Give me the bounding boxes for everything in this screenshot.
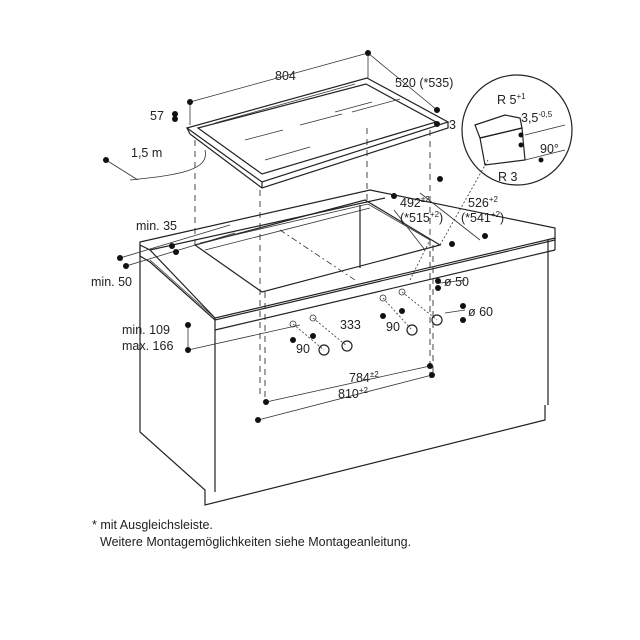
label-edge-depth: 3,5-0,5 [521, 110, 553, 125]
projection-lines [194, 128, 489, 402]
cutout [193, 199, 442, 293]
label-height-min: min. 109 [122, 323, 170, 337]
label-inner-width: 784±2 [349, 370, 379, 385]
label-radius-bottom: R 3 [498, 170, 518, 184]
edge-detail [461, 74, 573, 186]
label-cooktop-width: 804 [275, 69, 296, 83]
label-knob-spacing: 333 [340, 318, 361, 332]
label-knob-offset-right: 90 [386, 320, 400, 334]
label-frame-thickness: 3 [449, 118, 456, 132]
label-front-min: min. 50 [91, 275, 132, 289]
label-back-min: min. 35 [136, 219, 177, 233]
countertop [139, 189, 556, 331]
footnote-line-2: Weitere Montagemöglichkeiten siehe Monta… [100, 535, 412, 549]
label-height-max: max. 166 [122, 339, 173, 353]
footnote: * mit Ausgleichsleiste. Weitere Montagem… [92, 517, 411, 551]
label-outer-width: 810+2 [338, 386, 369, 401]
label-knob-offset-left: 90 [296, 342, 310, 356]
cabinet [139, 240, 549, 506]
label-cutout-depth-alt: (*515+2) [400, 210, 443, 225]
label-hole-dia-large: ø 60 [468, 305, 493, 319]
dimension-labels: 804 520 (*535) 57 3 1,5 m R 5+1 3,5-0,5 … [91, 69, 559, 401]
label-hole-dia-small: ø 50 [444, 275, 469, 289]
label-angle: 90° [540, 142, 559, 156]
label-outer-depth-alt: (*541+2) [461, 210, 504, 225]
power-cable [129, 149, 206, 181]
label-outer-depth: 526+2 [468, 195, 499, 210]
dimension-dots [103, 50, 544, 423]
dimension-lines [105, 52, 481, 421]
label-cable-length: 1,5 m [131, 146, 162, 160]
cooktop [185, 77, 450, 189]
label-radius-top: R 5+1 [497, 92, 526, 107]
label-cutout-depth: 492±2 [400, 195, 430, 210]
label-cooktop-depth: 520 (*535) [395, 76, 453, 90]
knobs [289, 288, 443, 356]
label-cooktop-height: 57 [150, 109, 164, 123]
footnote-line-1: * mit Ausgleichsleiste. [92, 518, 213, 532]
